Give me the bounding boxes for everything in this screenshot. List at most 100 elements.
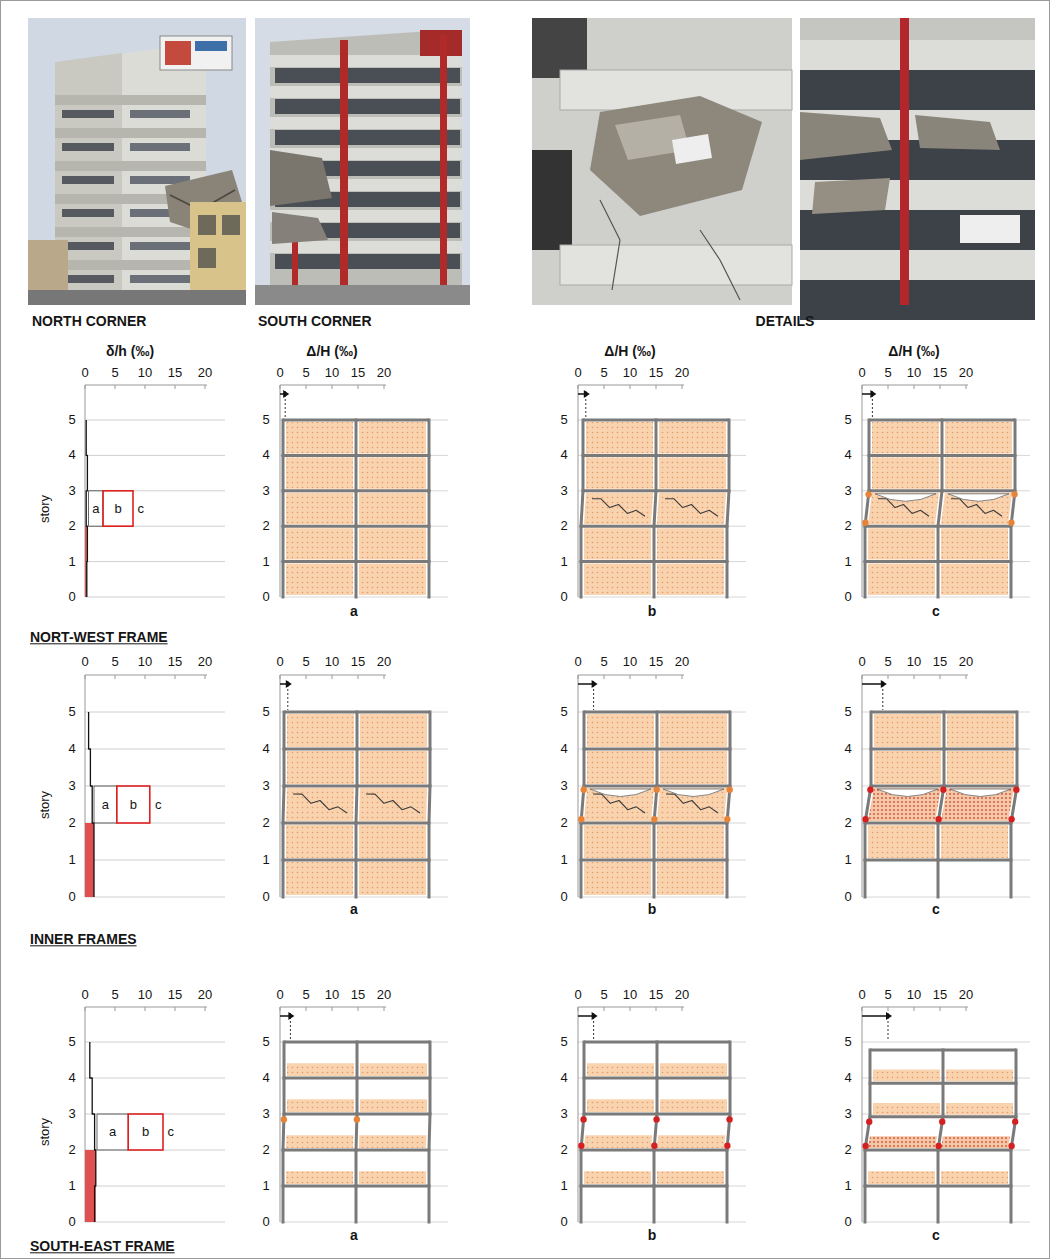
tick-label: 3 <box>68 484 75 498</box>
axis-tick <box>384 675 385 679</box>
tick-label: 0 <box>560 890 567 904</box>
frame-column <box>283 786 284 823</box>
axis-line <box>85 385 207 386</box>
frame-column <box>282 455 285 490</box>
infill-panel <box>360 751 427 784</box>
frame-column <box>429 712 432 749</box>
floor-slab <box>270 241 462 253</box>
wall-crack <box>600 200 620 290</box>
tick-label: 5 <box>560 1035 567 1049</box>
floor-band <box>55 260 206 270</box>
tick-label: 3 <box>560 1107 567 1121</box>
axis-tick <box>656 385 657 389</box>
infill-gap <box>948 494 1009 502</box>
axis-tick <box>630 1007 631 1011</box>
grid-line <box>862 561 1030 562</box>
state-box <box>97 1114 128 1150</box>
window-strip <box>62 110 114 118</box>
plastic-hinge <box>1013 787 1019 793</box>
grid-line <box>280 712 448 713</box>
infill-panel <box>941 564 1008 595</box>
frame-column <box>1014 420 1017 455</box>
grid-line <box>280 1078 448 1079</box>
infill-panel <box>286 564 353 595</box>
panel-label: b <box>648 604 657 619</box>
infill-panel <box>286 825 353 858</box>
debris <box>800 112 892 160</box>
window-strip <box>800 70 1035 110</box>
infill-panel <box>657 825 724 858</box>
frame-column <box>355 860 358 897</box>
axis-tick <box>966 675 967 679</box>
grid-line <box>578 897 746 898</box>
photo-caption: DETAILS <box>756 314 815 329</box>
frame-column <box>943 749 946 786</box>
row-title: NORT-WEST FRAME <box>30 630 168 645</box>
plastic-hinge <box>726 1116 732 1122</box>
tick-label: 20 <box>675 655 689 669</box>
window-strip <box>130 275 190 283</box>
infill-panel <box>945 457 1012 488</box>
tick-label: 5 <box>262 413 269 427</box>
state-label: c <box>155 797 162 811</box>
plastic-hinge <box>580 1116 586 1122</box>
infill-panel <box>584 862 651 895</box>
grid-line <box>280 786 448 787</box>
axis-line <box>578 385 684 386</box>
street <box>255 285 470 305</box>
plastic-hinge <box>1008 1143 1014 1149</box>
infill-panel <box>286 1135 353 1148</box>
plastic-hinge <box>581 787 587 793</box>
plastic-hinge <box>651 816 657 822</box>
axis-tick <box>656 675 657 679</box>
drift-arrowhead <box>592 1012 598 1020</box>
infill-panel <box>872 457 939 488</box>
grid-line <box>862 823 1030 824</box>
infill-panel <box>584 1171 651 1184</box>
tick-label: 0 <box>276 655 283 669</box>
street <box>28 290 246 305</box>
axis-line <box>578 675 684 676</box>
tick-label: 20 <box>959 988 973 1002</box>
axis-tick <box>862 385 863 389</box>
grid-line <box>578 823 746 824</box>
plastic-hinge <box>1008 816 1014 822</box>
axis-tick <box>115 1007 116 1011</box>
frame-column <box>428 562 431 597</box>
curtain <box>960 215 1020 243</box>
grid-line <box>862 490 1030 491</box>
axis-tick <box>145 385 146 389</box>
frame-column <box>580 1186 583 1222</box>
frame-column <box>728 420 731 455</box>
axis-title: story <box>38 1118 52 1146</box>
tick-label: 1 <box>262 554 269 568</box>
tick-label: 0 <box>574 655 581 669</box>
axis-tick <box>332 385 333 389</box>
tick-label: 20 <box>675 988 689 1002</box>
crushed-infill <box>941 1136 1010 1148</box>
frame-column <box>729 749 732 786</box>
axis-line <box>578 385 579 597</box>
infill-panel <box>660 1063 727 1076</box>
frame-column <box>729 1078 732 1114</box>
panel-label: c <box>932 1228 940 1243</box>
plastic-hinge <box>578 816 584 822</box>
frame-column <box>864 1150 867 1186</box>
axis-line <box>862 675 863 897</box>
tick-label: 0 <box>68 890 75 904</box>
frame-column <box>355 526 358 561</box>
tick-label: 1 <box>844 1179 851 1193</box>
tick-label: 2 <box>844 519 851 533</box>
frame-column <box>653 1186 656 1222</box>
floor-slab <box>800 40 1035 70</box>
state-label: b <box>114 501 121 515</box>
tick-label: 10 <box>325 988 339 1002</box>
grid-line <box>578 420 746 421</box>
grid-line <box>862 1042 1030 1043</box>
grid-line <box>862 420 1030 421</box>
frame-column <box>428 526 431 561</box>
window-strip <box>800 210 1035 250</box>
frame-column <box>1016 749 1019 786</box>
axis-tick <box>888 1007 889 1011</box>
infill-panel <box>941 493 1012 524</box>
